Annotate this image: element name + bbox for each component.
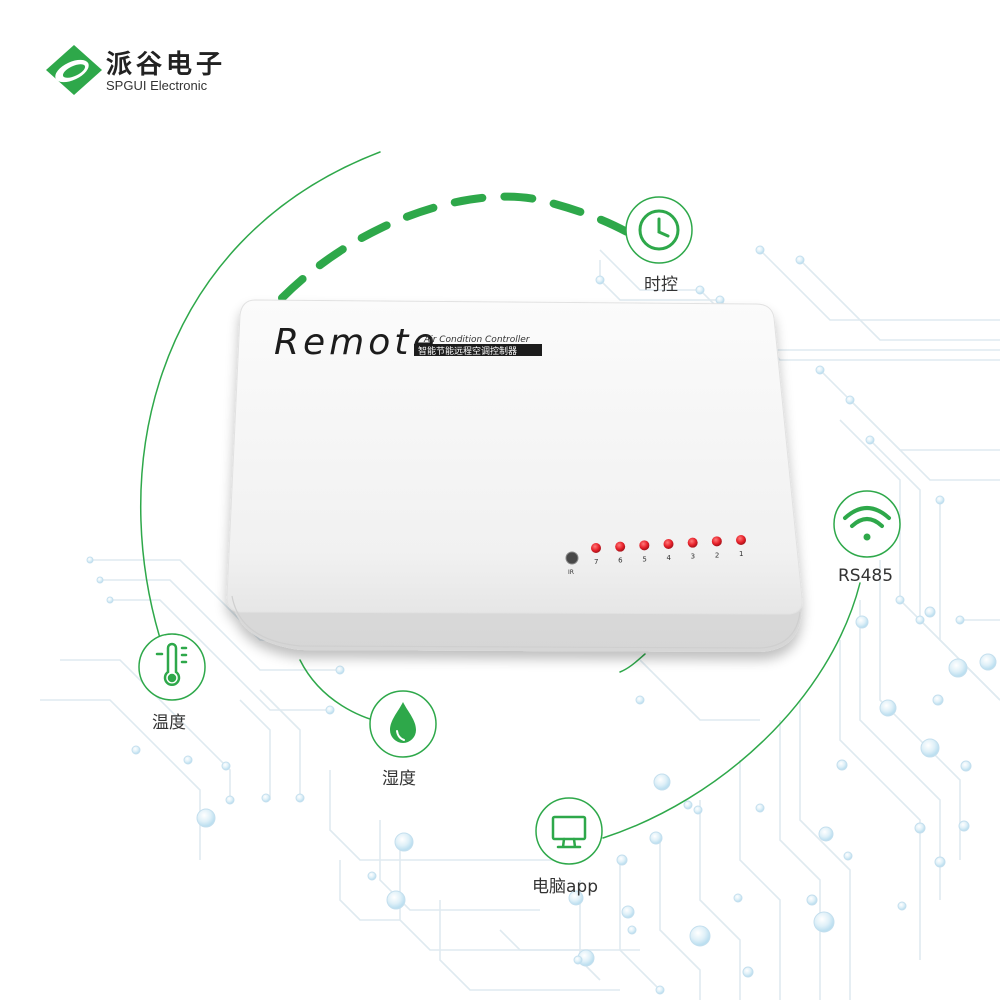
rs485-label: RS485 [838, 566, 894, 586]
humidity-label: 湿度 [382, 769, 416, 789]
led-label-5: 5 [642, 555, 646, 563]
clock-icon [638, 209, 680, 251]
brand-name-cn: 派谷电子 [106, 50, 227, 80]
wifi-icon [843, 506, 891, 541]
ir-label: IR [568, 569, 574, 576]
air-conditioner-remote-controller-device: Remote Air Condition Controller 智能节能远程空调… [226, 299, 803, 652]
led-label-1: 1 [739, 550, 743, 558]
led-7 [591, 543, 601, 553]
led-label-3: 3 [691, 553, 695, 561]
led-5 [639, 540, 650, 551]
temperature-feature [138, 633, 206, 701]
led-6 [615, 541, 626, 552]
timer-feature [625, 196, 693, 264]
led-label-4: 4 [667, 554, 672, 562]
pc-app-label: 电脑app [532, 877, 598, 897]
led-1 [736, 535, 746, 545]
thermometer-icon [155, 642, 188, 686]
led-label-7: 7 [594, 558, 598, 566]
timer-label: 时控 [644, 275, 678, 295]
circuit-nodes [86, 245, 997, 995]
brand-logo: 派谷电子 SPGUI Electronic [44, 40, 244, 100]
pc-app-feature [535, 797, 603, 865]
led-label-6: 6 [618, 557, 623, 565]
circuit-board-background [40, 249, 1000, 1000]
monitor-icon [551, 815, 587, 849]
product-title: Remote [274, 322, 439, 363]
led-4 [663, 539, 674, 549]
led-label-2: 2 [715, 551, 719, 559]
led-2 [711, 536, 722, 547]
humidity-feature [369, 690, 437, 758]
ir-sensor [565, 551, 579, 565]
product-subtitle-band [414, 344, 542, 356]
product-subtitle-en: Air Condition Controller [423, 335, 531, 345]
brand-logo-emblem [46, 45, 102, 95]
led-3 [687, 537, 698, 548]
status-leds: 7 6 5 4 3 2 1 [591, 535, 746, 566]
temperature-label: 温度 [152, 713, 186, 733]
brand-name-en: SPGUI Electronic [106, 78, 208, 93]
rs485-feature [833, 490, 901, 558]
product-subtitle-cn: 智能节能远程空调控制器 [418, 345, 517, 357]
